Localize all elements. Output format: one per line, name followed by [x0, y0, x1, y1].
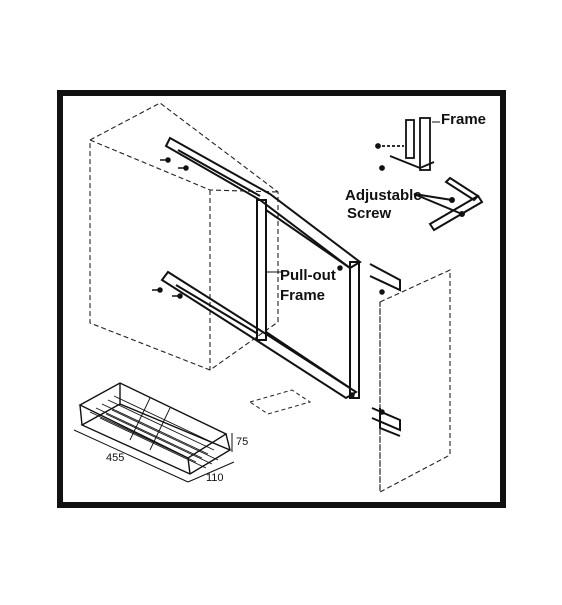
- frame-detail: [375, 117, 435, 171]
- dimension-depth: 110: [206, 472, 224, 484]
- label-pullout-frame: Frame: [280, 287, 326, 304]
- dashed-drawer-sketch: [248, 389, 312, 415]
- dimension-width: 455: [106, 452, 125, 464]
- adjustable-screw-bracket: [413, 176, 484, 232]
- label-screw: Screw: [347, 205, 392, 222]
- right-cabinet-outline: [379, 269, 451, 493]
- wire-basket: [78, 382, 232, 475]
- label-adjustable: Adjustable: [345, 187, 422, 204]
- label-pullout: Pull-out: [280, 267, 336, 284]
- outer-border: [57, 90, 506, 508]
- left-cabinet-outline: [89, 102, 279, 371]
- right-brackets: [369, 263, 401, 437]
- label-leaders: [266, 121, 440, 273]
- top-rail: [164, 136, 362, 270]
- dimension-lines: [73, 429, 235, 483]
- pullout-frame-uprights: [256, 199, 360, 399]
- screws: [152, 157, 385, 415]
- dimension-height: 75: [236, 436, 249, 448]
- label-frame: Frame: [441, 111, 487, 128]
